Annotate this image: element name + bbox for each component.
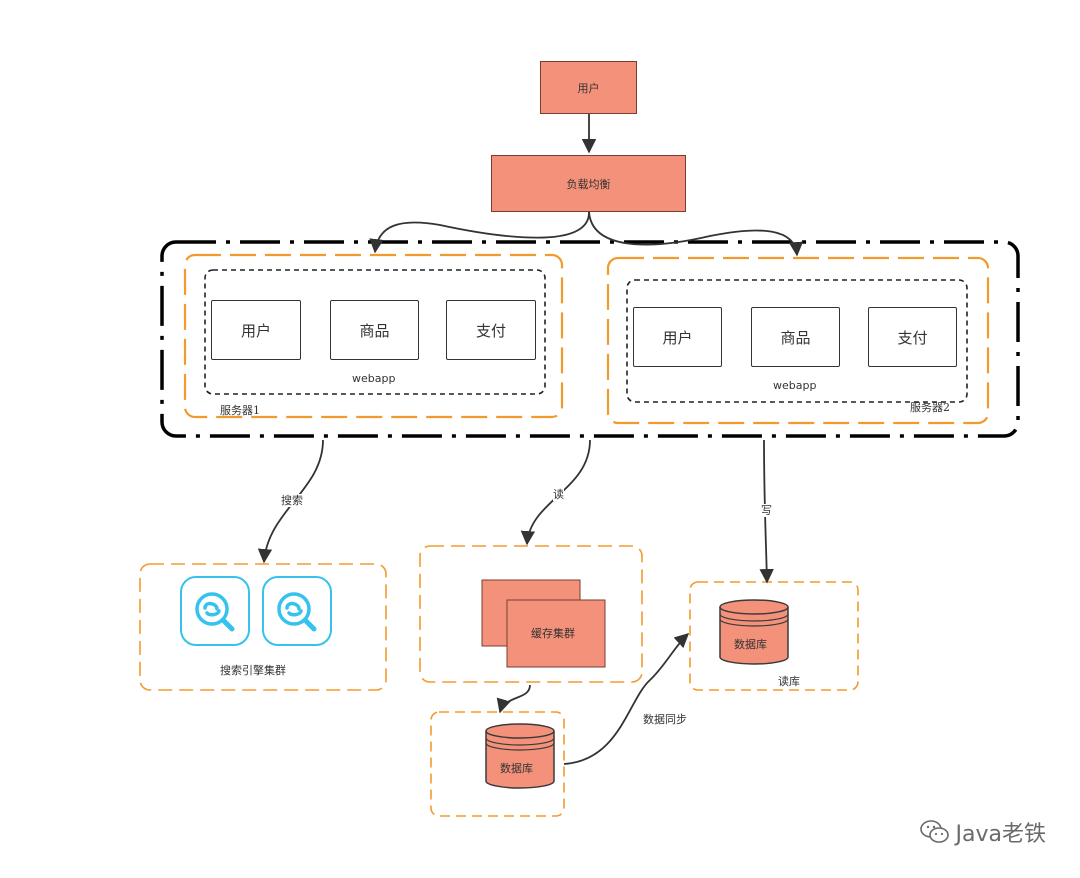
edge-write <box>759 439 774 584</box>
read-db-cluster-label: 读库 <box>778 675 800 688</box>
webapp-2-boundary <box>626 279 968 403</box>
main-db-cylinder <box>485 723 555 789</box>
server-2-label: 服务器2 <box>910 401 950 414</box>
module-label: 商品 <box>780 328 811 347</box>
module-label: 用户 <box>240 321 271 340</box>
server-1-payment-module: 支付 <box>446 300 536 360</box>
server-2-boundary <box>606 256 990 425</box>
cache-cluster-label: 缓存集群 <box>531 627 575 640</box>
module-label: 用户 <box>662 328 693 347</box>
cache-front-box <box>506 599 606 668</box>
load-balancer-label: 负载均衡 <box>566 177 611 191</box>
edge-search-label: 搜索 <box>281 494 303 507</box>
wechat-icon <box>919 820 949 843</box>
webapp-1-label: webapp <box>352 372 396 385</box>
module-label: 支付 <box>897 328 928 347</box>
server-2-user-module: 用户 <box>633 307 722 367</box>
edge-write-label: 写 <box>761 504 772 517</box>
server-cluster-container <box>160 240 1020 438</box>
edge-read-label: 读 <box>553 488 564 501</box>
server-1-label: 服务器1 <box>220 404 260 417</box>
edge-sync <box>563 633 690 765</box>
webapp-1-boundary <box>204 269 546 395</box>
edge-lb-to-server1 <box>369 211 590 254</box>
server-1-user-module: 用户 <box>211 300 301 360</box>
search-engine-icon <box>262 576 332 646</box>
main-db-label: 数据库 <box>500 762 533 775</box>
watermark: Java老铁 <box>919 816 1046 848</box>
edge-lb-to-server2 <box>588 211 804 257</box>
read-db-cylinder <box>719 599 789 665</box>
search-cluster-boundary <box>139 563 387 691</box>
main-db-boundary <box>430 711 565 817</box>
server-2-product-module: 商品 <box>751 307 840 367</box>
server-1-product-module: 商品 <box>330 300 419 360</box>
watermark-text: Java老铁 <box>955 822 1046 847</box>
cache-cluster-boundary <box>419 545 643 683</box>
webapp-2-label: webapp <box>773 379 817 392</box>
read-db-boundary <box>689 581 859 691</box>
edge-sync-label: 数据同步 <box>643 713 687 726</box>
user-node-label: 用户 <box>577 81 600 95</box>
user-node: 用户 <box>540 61 637 114</box>
edge-cache-to-db <box>496 684 531 714</box>
search-engine-icon <box>180 576 250 646</box>
module-label: 支付 <box>475 321 506 340</box>
server-2-payment-module: 支付 <box>868 307 957 367</box>
load-balancer-node: 负载均衡 <box>491 155 686 212</box>
server-1-boundary <box>183 253 564 419</box>
search-cluster-label: 搜索引擎集群 <box>220 664 286 677</box>
module-label: 商品 <box>359 321 390 340</box>
read-db-label: 数据库 <box>734 638 767 651</box>
